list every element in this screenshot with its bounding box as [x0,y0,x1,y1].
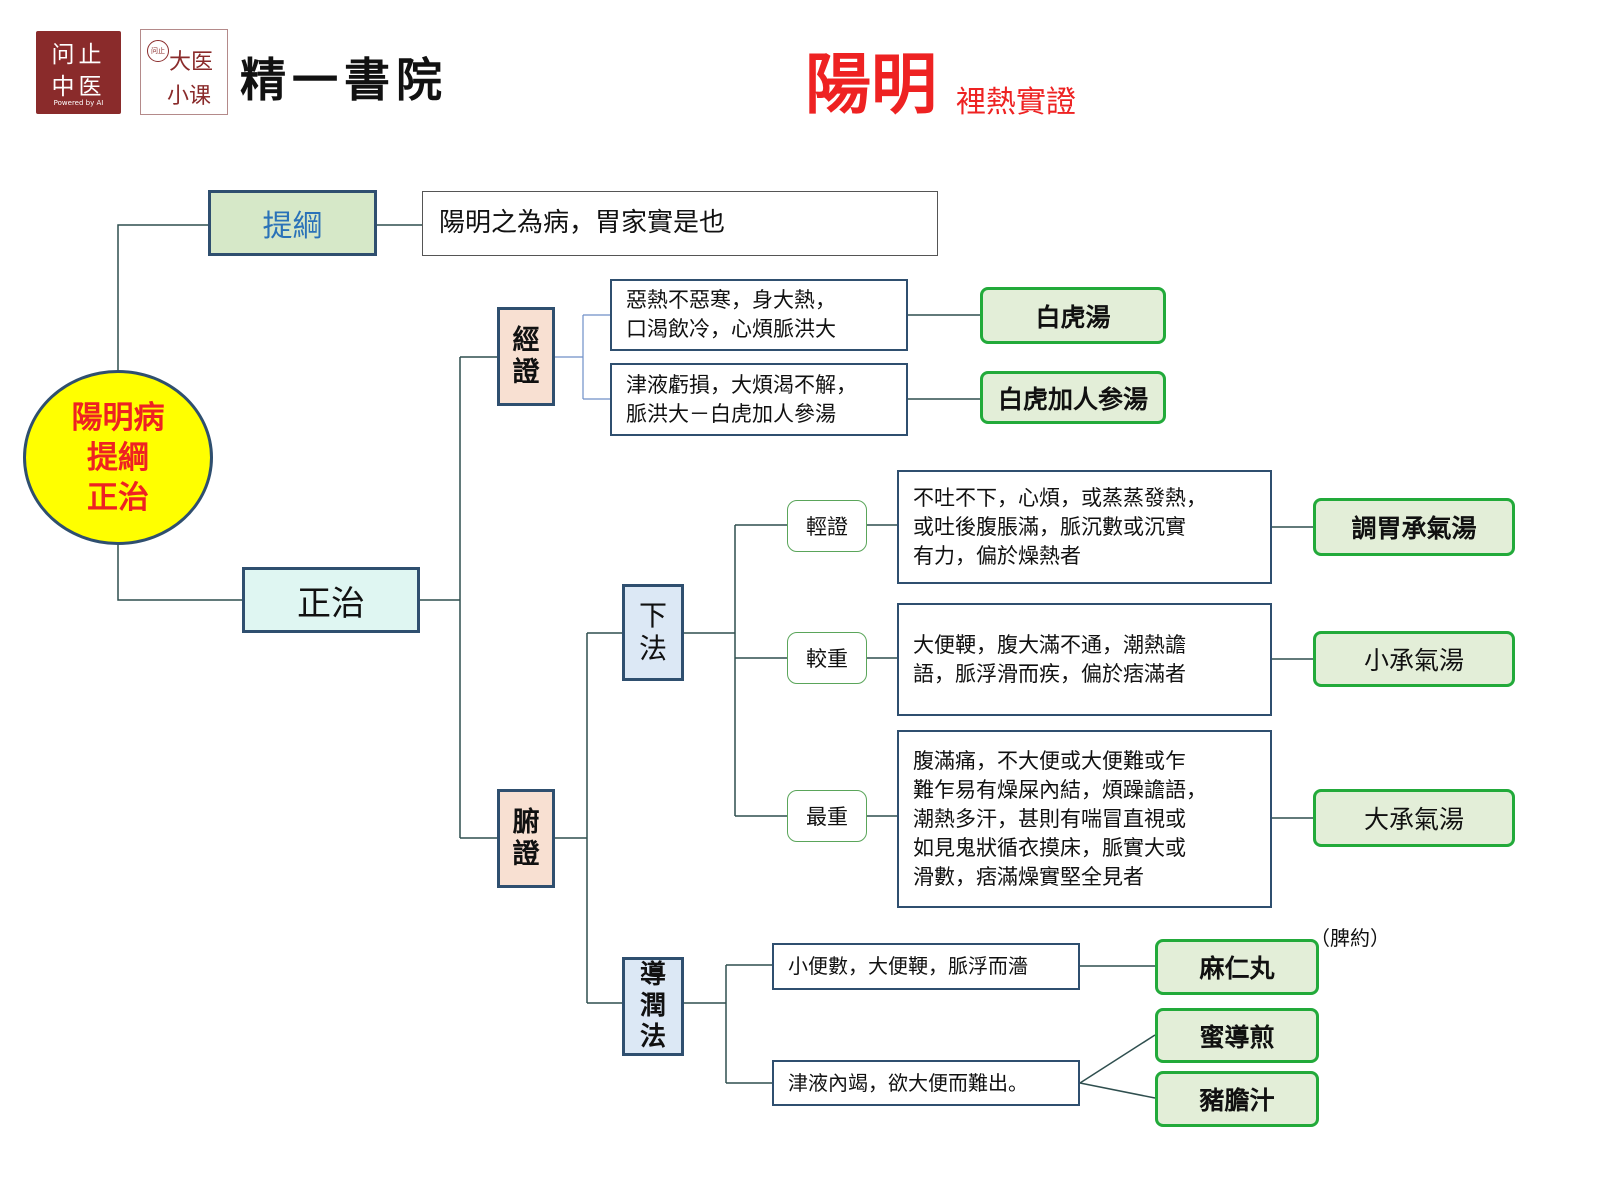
jing-desc-1-text: 惡熱不惡寒，身大熱， 口渴飲冷，心煩脈洪大 [626,288,836,341]
daorun-desc-2-text: 津液內竭，欲大便而難出。 [788,1070,1028,1095]
formula-midao-jian: 蜜導煎 [1155,1008,1319,1063]
level-zuizhong-label: 最重 [806,805,848,829]
daorun-label: 導潤法 [640,959,667,1053]
xiafa-desc-3-text: 腹滿痛，不大便或大便難或乍 難乍易有燥屎內結，煩躁譫語， 潮熱多汗，甚則有喘冒直… [913,748,1207,889]
xiafa-desc-2: 大便鞕，腹大滿不通，潮熱譫 語，脈浮滑而疾，偏於痞滿者 [897,603,1272,716]
formula-baihu-renshen-label: 白虎加人参湯 [997,384,1148,414]
connector-root-tigang [117,224,208,370]
level-zuizhong: 最重 [787,790,867,842]
connector-daorun2-formula-b [1079,1082,1156,1099]
daorun-desc-1: 小便數，大便鞕，脈浮而濇 [772,943,1080,990]
xiafa-desc-3: 腹滿痛，不大便或大便難或乍 難乍易有燥屎內結，煩躁譫語， 潮熱多汗，甚則有喘冒直… [897,730,1272,908]
connector-root-zhengzhi [117,545,242,601]
tigang-desc-text: 陽明之為病，胃家實是也 [439,208,726,238]
formula-maren-wan: 麻仁丸 [1155,939,1319,995]
formula-da-chengqi-label: 大承氣湯 [1363,805,1464,834]
xiafa-node: 下法 [622,584,684,681]
formula-da-chengqi: 大承氣湯 [1313,789,1515,847]
formula-xiao-chengqi: 小承氣湯 [1313,631,1515,687]
logo2-line-1: 大医 [169,50,214,75]
tigang-node: 提綱 [208,190,377,256]
note-piyue: （脾約） [1310,926,1390,950]
jing-node: 經證 [497,307,555,406]
jing-desc-1: 惡熱不惡寒，身大熱， 口渴飲冷，心煩脈洪大 [610,279,908,351]
fu-label: 腑證 [512,807,540,870]
formula-tiaowei-chengqi: 調胃承氣湯 [1313,498,1515,556]
level-jiaozhong: 較重 [787,632,867,684]
formula-tiaowei-chengqi-label: 調胃承氣湯 [1351,514,1477,543]
fu-node: 腑證 [497,789,555,888]
jing-desc-2-text: 津液虧損，大煩渴不解， 脈洪大－白虎加人參湯 [626,372,857,426]
connector-jing-bracket [555,314,610,400]
tigang-desc: 陽明之為病，胃家實是也 [422,191,938,256]
xiafa-label: 下法 [639,599,668,665]
daorun-desc-2: 津液內竭，欲大便而難出。 [772,1060,1080,1106]
jing-label: 經證 [512,325,540,388]
logo2-line-2: 小课 [167,84,212,109]
root-label: 陽明病 提綱 正治 [71,399,165,516]
logo-dayi-xiaoke: 问止 大医 小课 [140,29,228,115]
daorun-node: 導潤法 [622,957,684,1056]
xiafa-desc-1-text: 不吐不下，心煩，或蒸蒸發熱， 或吐後腹脹滿，脈沉數或沉實 有力，偏於燥熱者 [913,485,1207,568]
zhengzhi-label: 正治 [297,583,365,624]
logo1-line-2: 中医 [51,74,106,100]
page-title: 陽明 [805,46,937,123]
level-jiaozhong-label: 較重 [806,647,848,671]
logo2-badge: 问止 [147,40,169,62]
xiafa-desc-2-text: 大便鞕，腹大滿不通，潮熱譫 語，脈浮滑而疾，偏於痞滿者 [913,632,1186,686]
logo1-line-1: 问止 [51,42,106,68]
logo-wenzhi-zhongyi: 问止 中医 Powered by AI [36,31,121,114]
level-qing: 輕證 [787,500,867,552]
level-qing-label: 輕證 [806,515,848,539]
page-subtitle: 裡熱實證 [956,85,1076,120]
jing-desc-2: 津液虧損，大煩渴不解， 脈洪大－白虎加人參湯 [610,363,908,436]
formula-maren-wan-label: 麻仁丸 [1199,954,1275,983]
logo2-badge-text: 问止 [151,47,165,55]
zhengzhi-node: 正治 [242,567,420,633]
tigang-label: 提綱 [262,209,323,244]
formula-xiao-chengqi-label: 小承氣湯 [1363,646,1464,675]
formula-baihu-renshen: 白虎加人参湯 [980,371,1166,424]
logo-jingyi-shuyuan: 精一書院 [240,53,448,107]
formula-zhudan-zhi: 豬膽汁 [1155,1071,1319,1127]
xiafa-desc-1: 不吐不下，心煩，或蒸蒸發熱， 或吐後腹脹滿，脈沉數或沉實 有力，偏於燥熱者 [897,470,1272,584]
formula-midao-jian-label: 蜜導煎 [1199,1022,1275,1052]
formula-baihu: 白虎湯 [980,287,1166,344]
formula-zhudan-zhi-label: 豬膽汁 [1199,1086,1275,1115]
daorun-desc-1-text: 小便數，大便鞕，脈浮而濇 [788,954,1028,978]
formula-baihu-label: 白虎湯 [1035,302,1111,332]
root-node: 陽明病 提綱 正治 [23,370,213,545]
connector-daorun2-formula-a [1079,1034,1156,1084]
logo1-small: Powered by AI [53,99,104,107]
